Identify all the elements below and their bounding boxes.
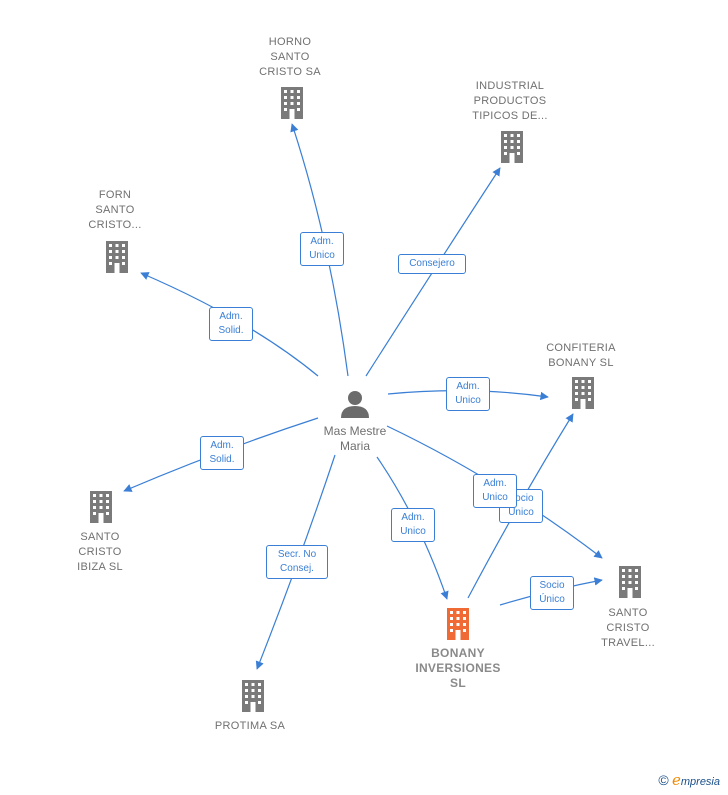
- copyright-symbol: ©: [658, 772, 669, 788]
- company-label-bonany[interactable]: BONANY INVERSIONES SL: [415, 646, 501, 690]
- edge-label-bonany: Adm. Unico: [391, 508, 435, 542]
- building-icon[interactable]: [281, 87, 303, 119]
- company-label-protima[interactable]: PROTIMA SA: [214, 720, 286, 732]
- company-label-forn[interactable]: FORN SANTO CRISTO...: [88, 189, 142, 231]
- company-label-ibiza[interactable]: SANTO CRISTO IBIZA SL: [77, 531, 123, 573]
- person-label[interactable]: Mas Mestre Maria: [323, 424, 387, 453]
- building-icon[interactable]: [447, 608, 469, 640]
- company-label-confiteria[interactable]: CONFITERIA BONANY SL: [546, 342, 616, 369]
- company-label-horno[interactable]: HORNO SANTO CRISTO SA: [259, 36, 321, 78]
- brand-initial: e: [671, 771, 681, 789]
- person-icon[interactable]: [341, 391, 369, 418]
- company-label-industrial[interactable]: INDUSTRIAL PRODUCTOS TIPICOS DE...: [472, 80, 548, 122]
- building-icon[interactable]: [90, 491, 112, 523]
- building-icon[interactable]: [619, 566, 641, 598]
- building-icon[interactable]: [106, 241, 128, 273]
- edge-label-bonany-confiteria: Socio Único: [530, 576, 574, 610]
- building-icon[interactable]: [501, 131, 523, 163]
- edge-label-industrial: Consejero: [398, 254, 466, 274]
- edge-label-confiteria: Adm. Unico: [446, 377, 490, 411]
- brand-name: mpresia: [680, 776, 720, 788]
- building-icon[interactable]: [242, 680, 264, 712]
- building-icon[interactable]: [572, 377, 594, 409]
- edge-label-forn: Adm. Solid.: [209, 307, 253, 341]
- edge-label-horno: Adm. Unico: [300, 232, 344, 266]
- edge-label-ibiza: Adm. Solid.: [200, 436, 244, 470]
- edge-label-travel: Adm. Unico: [473, 474, 517, 508]
- empresia-watermark[interactable]: © empresia: [658, 771, 720, 789]
- edge-label-protima: Secr. No Consej.: [266, 545, 328, 579]
- company-label-travel[interactable]: SANTO CRISTO TRAVEL...: [601, 607, 655, 649]
